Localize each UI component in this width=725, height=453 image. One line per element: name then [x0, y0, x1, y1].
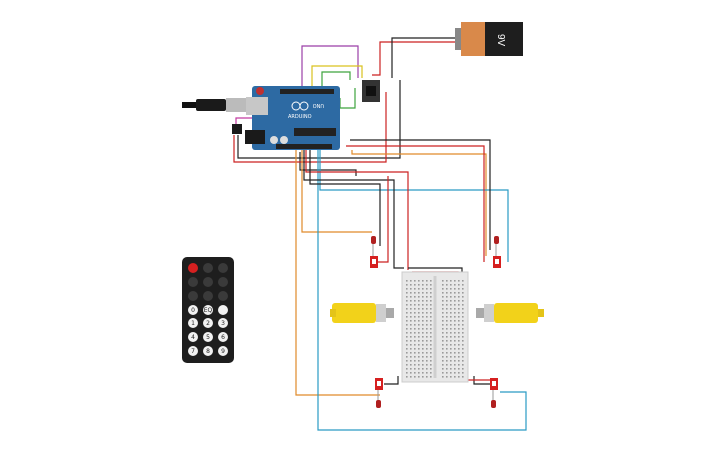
ir-receiver [232, 124, 242, 134]
remote-button-label: EQ [204, 307, 213, 314]
remote-button-prev [188, 277, 198, 287]
wire-black-bb1 [303, 150, 404, 269]
wire-purple [301, 45, 359, 98]
remote-button-5 [203, 332, 213, 342]
remote-button-down [188, 291, 198, 301]
remote-button-vol- [203, 263, 213, 273]
wire-black-bb2 [309, 150, 381, 246]
wire-red-right [346, 145, 485, 262]
arduino-board: ARDUINO UNO [245, 86, 340, 150]
wire-orange-left [301, 150, 372, 233]
usb-cable [182, 98, 256, 112]
wire-bottom-left-black [384, 376, 399, 385]
wire-green-1 [321, 71, 351, 98]
wire-black-2 [237, 80, 401, 159]
remote-button-st-rept [218, 305, 228, 315]
wire-blue-bottom [317, 150, 527, 431]
remote-button-label: 3 [221, 320, 225, 327]
remote-button-6 [218, 332, 228, 342]
remote-button-eq [203, 305, 213, 315]
sensor-top-left [370, 236, 378, 268]
motor-left [330, 303, 394, 323]
sensor-top-right [493, 236, 501, 268]
remote-button-7 [188, 346, 198, 356]
battery-label: 9V [495, 34, 506, 47]
ir-remote: 0 EQ 1 2 3 4 5 6 7 8 9 [182, 257, 234, 363]
motor-right [476, 303, 544, 323]
remote-button-func-stop [218, 263, 228, 273]
remote-button-label: 6 [221, 334, 225, 341]
remote-button-label: 5 [206, 334, 210, 341]
remote-button-2 [203, 318, 213, 328]
wire-battery-black [391, 37, 458, 78]
remote-button-1 [188, 318, 198, 328]
arduino-brand-label: ARDUINO [288, 114, 312, 120]
remote-button-label: 7 [191, 348, 195, 355]
wire-black-right [350, 139, 491, 250]
remote-button-9 [218, 346, 228, 356]
wire-bottom-right-black [473, 376, 490, 385]
battery-9v: 9V [455, 22, 523, 56]
wire-red-bb1 [305, 150, 409, 270]
wire-orange-long [295, 150, 380, 396]
remote-button-power [188, 263, 198, 273]
breadboard [401, 271, 469, 383]
driver-chip [362, 80, 380, 102]
remote-button-label: 1 [191, 320, 195, 327]
remote-button-label: 2 [206, 320, 210, 327]
wire-blue-right [319, 150, 509, 262]
remote-button-next [218, 277, 228, 287]
remote-button-up [218, 291, 228, 301]
wire-battery-red [372, 41, 458, 76]
remote-button-8 [203, 346, 213, 356]
wire-green-2 [339, 88, 356, 109]
wire-black-1 [299, 152, 357, 176]
wire-orange-right [351, 150, 487, 256]
remote-button-vol- [203, 291, 213, 301]
remote-button-play-pause [203, 277, 213, 287]
remote-button-0 [188, 305, 198, 315]
remote-button-3 [218, 318, 228, 328]
wire-red-bb2 [376, 176, 389, 263]
remote-button-label: 8 [206, 348, 210, 355]
remote-button-label: 0 [191, 307, 195, 314]
remote-button-label: 9 [221, 348, 225, 355]
sensor-bottom-left [375, 378, 383, 408]
arduino-model-label: UNO [313, 102, 324, 108]
remote-button-4 [188, 332, 198, 342]
sensor-bottom-right [490, 378, 498, 408]
wire-yellow [311, 65, 363, 98]
remote-button-label: 4 [191, 334, 195, 341]
